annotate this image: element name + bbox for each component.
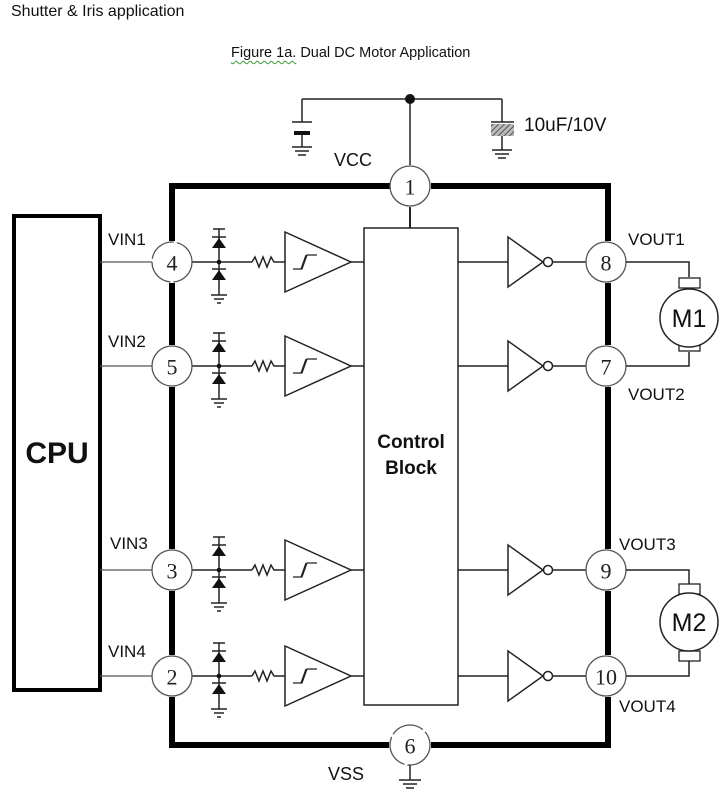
vin3-label: VIN3 <box>110 534 148 553</box>
output-channel-3 <box>458 543 586 597</box>
electrolytic-capacitor <box>491 121 514 159</box>
inverter-icon <box>507 235 554 289</box>
pin-7: 7 <box>585 345 627 387</box>
motor-icon <box>659 288 719 348</box>
control-block-label-line2: Block <box>385 458 437 479</box>
svg-text:7: 7 <box>601 355 612 380</box>
vss-label: VSS <box>328 764 364 784</box>
figure-caption: Figure 1a. Dual DC Motor Application <box>231 45 470 61</box>
inverter-icon <box>507 339 554 393</box>
cpu-label: CPU <box>25 437 88 470</box>
input-channel-2 <box>100 332 364 408</box>
figure-ref: Figure 1a. <box>231 45 297 61</box>
pin-4: 4 <box>151 241 193 283</box>
resistor-icon <box>251 358 285 374</box>
capacitor-label: 10uF/10V <box>524 115 607 136</box>
pin-5: 5 <box>151 345 193 387</box>
pin-6: 6 <box>389 724 431 766</box>
vout4-label: VOUT4 <box>619 697 676 716</box>
output-channel-1 <box>458 235 586 289</box>
output-channel-2 <box>458 339 586 393</box>
cpu-block <box>12 214 102 692</box>
control-block-label-line1: Control <box>377 432 445 453</box>
figure-title: Dual DC Motor Application <box>296 45 471 61</box>
input-channel-4 <box>100 642 364 718</box>
schmitt-trigger-icon <box>284 334 353 398</box>
control-block <box>363 227 459 706</box>
diode-clamp-icon <box>211 536 227 612</box>
diode-clamp-icon <box>211 332 227 408</box>
svg-text:8: 8 <box>601 251 612 276</box>
motor-m1: M1 <box>626 261 719 367</box>
ground-icon <box>399 765 421 789</box>
vout1-label: VOUT1 <box>628 230 685 249</box>
pin-2: 2 <box>151 655 193 697</box>
resistor-icon <box>251 254 285 270</box>
vcc-label: VCC <box>334 150 372 170</box>
pin-1: 1 <box>389 165 431 207</box>
vout3-label: VOUT3 <box>619 535 676 554</box>
svg-text:3: 3 <box>167 559 178 584</box>
vin1-label: VIN1 <box>108 230 146 249</box>
bypass-capacitor <box>292 121 312 156</box>
svg-text:1: 1 <box>405 175 416 200</box>
page-title: Shutter & Iris application <box>11 3 185 20</box>
output-channel-4 <box>458 649 586 703</box>
svg-text:9: 9 <box>601 559 612 584</box>
inverter-icon <box>507 649 554 703</box>
input-channel-3 <box>100 536 364 612</box>
schmitt-trigger-icon <box>284 230 353 294</box>
motor-m2: M2 <box>626 569 719 677</box>
motor-icon <box>659 592 719 652</box>
pin-10: 10 <box>585 655 627 697</box>
schmitt-trigger-icon <box>284 644 353 708</box>
resistor-icon <box>251 668 285 684</box>
svg-text:6: 6 <box>405 734 416 759</box>
pin-3: 3 <box>151 549 193 591</box>
inverter-icon <box>507 543 554 597</box>
diode-clamp-icon <box>211 228 227 304</box>
schmitt-trigger-icon <box>284 538 353 602</box>
junction-dot <box>405 94 415 104</box>
svg-text:5: 5 <box>167 355 178 380</box>
input-channel-1 <box>100 228 364 304</box>
svg-text:4: 4 <box>167 251 178 276</box>
motor-m2-label: M2 <box>672 609 707 637</box>
pin-9: 9 <box>585 549 627 591</box>
diode-clamp-icon <box>211 642 227 718</box>
chip-outline <box>169 183 611 748</box>
svg-text:10: 10 <box>595 665 617 690</box>
motor-m1-label: M1 <box>672 305 707 333</box>
vin2-label: VIN2 <box>108 332 146 351</box>
svg-text:2: 2 <box>167 665 178 690</box>
supply-rail <box>301 98 503 165</box>
resistor-icon <box>251 562 285 578</box>
pin-8: 8 <box>585 241 627 283</box>
vin4-label: VIN4 <box>108 642 146 661</box>
vout2-label: VOUT2 <box>628 385 685 404</box>
